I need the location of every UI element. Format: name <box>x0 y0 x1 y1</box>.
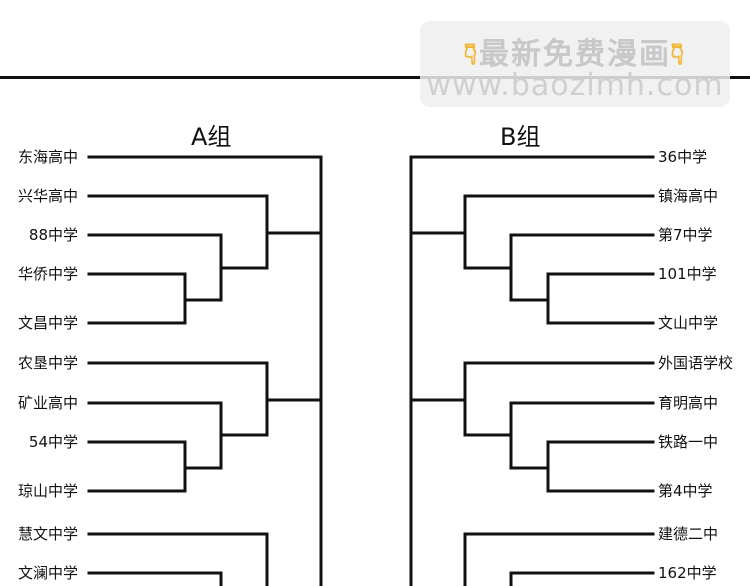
bracket-a-line-9 <box>87 361 269 437</box>
bracket-a-line-10 <box>87 401 223 470</box>
team-b-9: 第4中学 <box>658 482 713 500</box>
team-a-5: 文昌中学 <box>17 314 78 332</box>
team-b-10: 建德二中 <box>658 525 719 543</box>
watermark: 👇︎最新免费漫画👇︎ www.baozimh.com <box>420 21 730 107</box>
team-a-7: 矿业高中 <box>17 394 78 412</box>
watermark-title-row: 👇︎最新免费漫画👇︎ <box>420 29 730 73</box>
watermark-title: 最新免费漫画 <box>479 37 671 72</box>
bracket-b-line-10 <box>509 401 655 470</box>
team-a-9: 琼山中学 <box>17 482 78 500</box>
team-b-1: 36中学 <box>658 148 708 166</box>
team-b-11: 162中学 <box>658 564 717 582</box>
team-b-4: 101中学 <box>658 265 717 283</box>
team-a-10: 慧文中学 <box>17 525 78 543</box>
watermark-url: www.baozimh.com <box>426 68 724 103</box>
group-a-title: A组 <box>191 123 232 151</box>
team-b-5: 文山中学 <box>658 314 719 332</box>
bracket-b-line-1 <box>409 155 655 586</box>
bracket-b-line-17 <box>509 571 655 586</box>
bracket-a-line-4 <box>87 272 187 325</box>
team-b-3: 第7中学 <box>658 226 713 244</box>
group-b-title: B组 <box>500 123 541 151</box>
team-a-8: 54中学 <box>28 433 78 451</box>
bracket-group-a <box>87 155 323 586</box>
team-a-1: 东海高中 <box>17 148 78 166</box>
bracket-b-line-16 <box>463 532 655 586</box>
hand-pointing-down-icon: 👇︎ <box>464 37 479 72</box>
team-a-11: 文澜中学 <box>17 564 78 582</box>
bracket-a-line-17 <box>87 571 223 586</box>
bracket-a-line-16 <box>87 532 269 586</box>
bracket-a-line-1 <box>87 155 323 586</box>
bracket-b-line-11 <box>546 440 655 493</box>
bracket-b-line-2 <box>463 194 655 270</box>
bracket-b-line-4 <box>546 272 655 325</box>
hand-pointing-down-icon: 👇︎ <box>671 37 686 72</box>
top-divider <box>0 76 750 79</box>
team-b-6: 外国语学校 <box>658 354 734 372</box>
team-a-3: 88中学 <box>28 226 78 244</box>
bracket-b-line-9 <box>463 361 655 437</box>
team-a-2: 兴华高中 <box>17 187 78 205</box>
team-a-4: 华侨中学 <box>17 265 78 283</box>
bracket-a-line-3 <box>87 233 223 302</box>
bracket-a-line-11 <box>87 440 187 493</box>
team-a-6: 农垦中学 <box>17 354 78 372</box>
team-b-7: 育明高中 <box>658 394 719 412</box>
bracket-b-line-3 <box>509 233 655 302</box>
bracket-a-line-2 <box>87 194 269 270</box>
team-b-2: 镇海高中 <box>658 187 719 205</box>
team-b-8: 铁路一中 <box>658 433 719 451</box>
bracket-group-b <box>409 155 655 586</box>
